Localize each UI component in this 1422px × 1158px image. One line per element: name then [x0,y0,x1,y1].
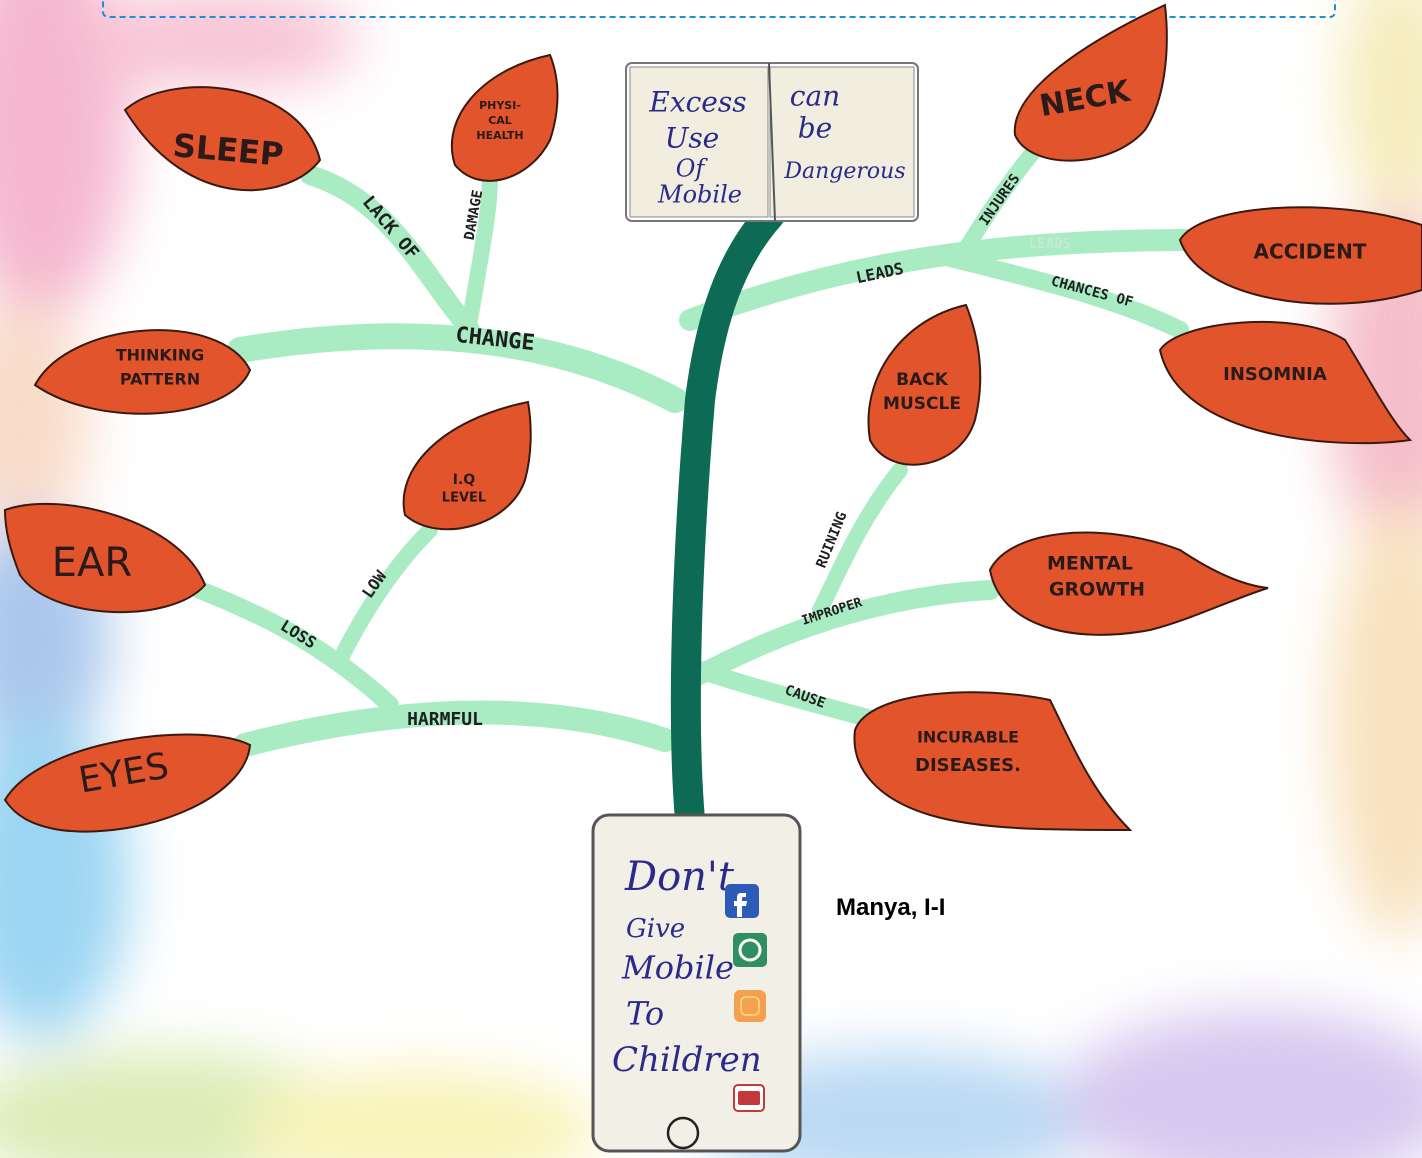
leaf-insomnia-label: INSOMNIA [1223,364,1327,385]
leaf-insomnia [1158,320,1413,445]
leaf-physical-health [450,53,559,182]
branch-change [227,323,688,413]
book-spine [768,62,776,222]
leaf-physical-health-label-2: CAL [488,114,512,127]
home-button-icon [666,1116,700,1150]
branch-improper [680,580,1000,690]
facebook-icon [725,884,759,918]
book-left-line-1: Excess [648,86,746,119]
branch-cause [691,661,884,729]
book-right-line-3: Dangerous [783,159,905,184]
phone-line-1: Don't [624,854,735,900]
leaf-thinking-pattern [33,329,252,415]
phone-line-5: Children [612,1040,762,1080]
leaf-mental-growth-label-1: MENTAL [1047,553,1133,575]
book-left-page [629,66,769,218]
leaf-thinking-pattern-label-2: PATTERN [120,370,200,389]
leaf-back-muscle [867,303,982,466]
leaf-physical-health-label-3: HEALTH [476,129,523,142]
leaf-back-muscle-label-2: MUSCLE [883,394,961,414]
leaf-ear [3,502,207,614]
leaves [3,3,1422,833]
leaf-iq-level-label-2: LEVEL [442,491,486,506]
leaf-accident-label: ACCIDENT [1254,240,1367,264]
book-right-line-1: can [790,80,840,113]
book: Excess Use Of Mobile can be Dangerous [625,62,919,222]
leaf-iq-level [402,400,532,531]
phone-line-4: To [626,995,664,1033]
branch-ruining [812,462,908,618]
label-injures: INJURES [977,171,1024,229]
phone-line-2: Give [626,914,685,944]
label-lack-of: LACK OF [358,192,423,264]
leaf-back-muscle-label-1: BACK [896,370,949,390]
trunk [670,200,785,835]
leaf-accident [1178,206,1422,305]
youtube-icon [733,1084,765,1112]
dashed-frame [102,0,1336,18]
branch-low [332,522,438,668]
label-leads-to: LEADS [1029,236,1071,252]
label-harmful: HARMFUL [407,709,483,730]
branch-harmful [233,700,677,757]
leaf-iq-level-label-1: I.Q [453,472,476,488]
leaf-ear-label: EAR [52,540,132,586]
leaf-thinking-pattern-label-1: THINKING [116,346,205,365]
branch-leads [679,229,1201,331]
leaf-neck [1013,3,1168,162]
artist-credit: Manya, I-I [836,894,946,921]
leaf-eyes [3,733,252,833]
leaf-sleep [123,86,322,192]
book-right-line-2: be [798,112,833,145]
book-left-line-4: Mobile [657,181,742,209]
leaf-incurable-label-2: DISEASES. [915,755,1021,776]
instagram-icon [734,990,766,1022]
book-left-line-2: Use [665,122,720,155]
leaf-physical-health-label-1: PHYSI- [479,99,521,112]
branch-lack-of [300,165,480,340]
leaf-incurable-label-1: INCURABLE [917,728,1019,747]
branch-injures [957,142,1043,258]
phone-line-3: Mobile [621,949,734,987]
branch-loss [191,581,399,714]
book-left-line-3: Of [676,155,709,183]
leaf-incurable-diseases [853,691,1133,832]
branch-damage [462,172,498,328]
branches [191,142,1201,757]
leaf-mental-growth [988,531,1269,636]
book-right-page [769,66,915,218]
whatsapp-icon [733,933,767,967]
branch-chances-of [941,249,1189,339]
leaf-mental-growth-label-2: GROWTH [1049,579,1145,601]
phone: Don't Give Mobile To Children [591,813,802,1153]
